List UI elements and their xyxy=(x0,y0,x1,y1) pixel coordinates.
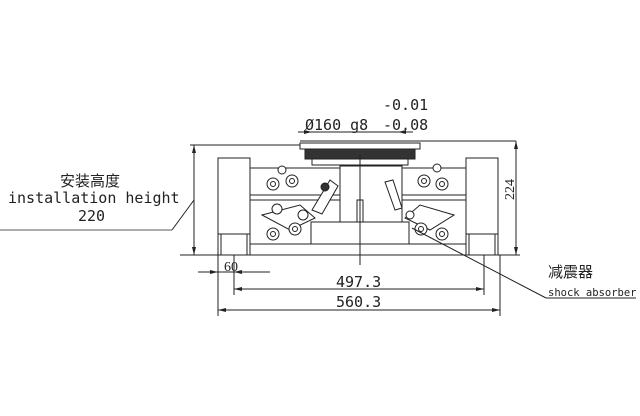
dimension-arrows xyxy=(192,130,518,312)
chassis-frame xyxy=(249,165,467,245)
install-height-cn-label: 安装高度 xyxy=(60,172,120,190)
overall-width-dimension: 560.3 xyxy=(336,293,381,311)
shock-absorber-cn-label: 减震器 xyxy=(548,263,593,281)
dimension-lines xyxy=(0,131,636,316)
install-height-en-label: installation height xyxy=(8,189,180,207)
wheel-width-dimension: 60 xyxy=(224,260,238,275)
right-wheel xyxy=(465,157,499,256)
tolerance-upper: -0.01 xyxy=(383,96,428,114)
pivot-joints xyxy=(266,163,449,241)
tolerance-lower: -0.08 xyxy=(383,116,428,134)
left-wheel xyxy=(217,157,251,256)
height-dimension: 224 xyxy=(503,179,518,200)
install-height-value: 220 xyxy=(78,207,105,225)
track-width-dimension: 497.3 xyxy=(336,273,381,291)
shock-absorber-en-label: shock absorber xyxy=(548,287,637,299)
flange-diameter-label: Ø160 g8 xyxy=(305,116,368,134)
